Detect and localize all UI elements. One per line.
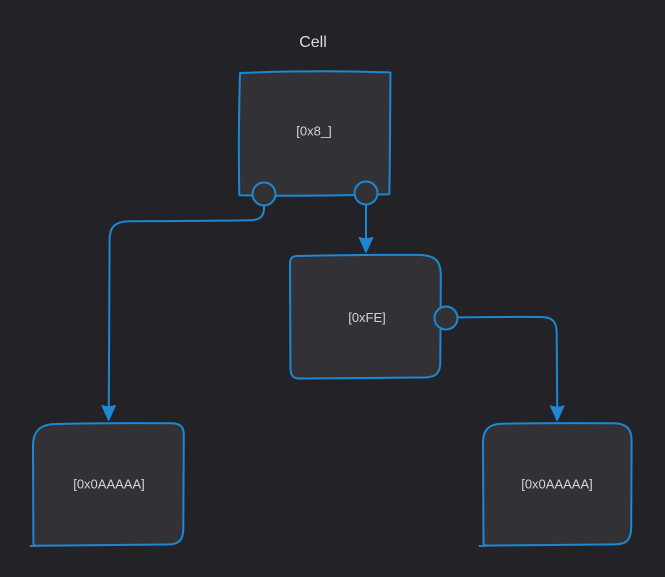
edge-mid-to-leaf-right-path[interactable] (456, 315, 559, 407)
node-root-port-right[interactable] (353, 180, 379, 206)
node-mid-label: [0xFE] (348, 310, 386, 325)
node-mid[interactable]: [0xFE] (289, 253, 459, 380)
node-root-label: [0x8_] (296, 124, 331, 139)
node-root-title: Cell (299, 34, 327, 51)
node-root-port-left[interactable] (251, 181, 277, 207)
node-leaf-left-body[interactable] (32, 422, 185, 547)
node-leaf-left[interactable]: [0x0AAAAA] (29, 422, 185, 547)
edge-root-to-leaf-left-arrowhead[interactable] (101, 405, 116, 421)
node-leaf-right[interactable]: [0x0AAAAA] (478, 422, 633, 547)
edge-root-to-leaf-left[interactable] (101, 204, 266, 421)
node-leaf-left-label: [0x0AAAAA] (73, 477, 145, 492)
edge-mid-to-leaf-right[interactable] (456, 315, 565, 422)
edge-root-to-mid[interactable] (358, 203, 374, 253)
edge-mid-to-leaf-right-arrowhead[interactable] (549, 405, 565, 422)
node-leaf-right-label: [0x0AAAAA] (521, 477, 593, 492)
node-mid-port-right[interactable] (433, 305, 459, 331)
edge-root-to-mid-arrowhead[interactable] (358, 237, 374, 253)
edge-root-to-leaf-left-path[interactable] (107, 204, 266, 407)
node-mid-body[interactable] (289, 253, 442, 380)
node-root[interactable]: Cell [0x8_] (237, 34, 392, 207)
node-root-body[interactable] (237, 70, 392, 197)
node-leaf-right-body[interactable] (482, 422, 633, 547)
